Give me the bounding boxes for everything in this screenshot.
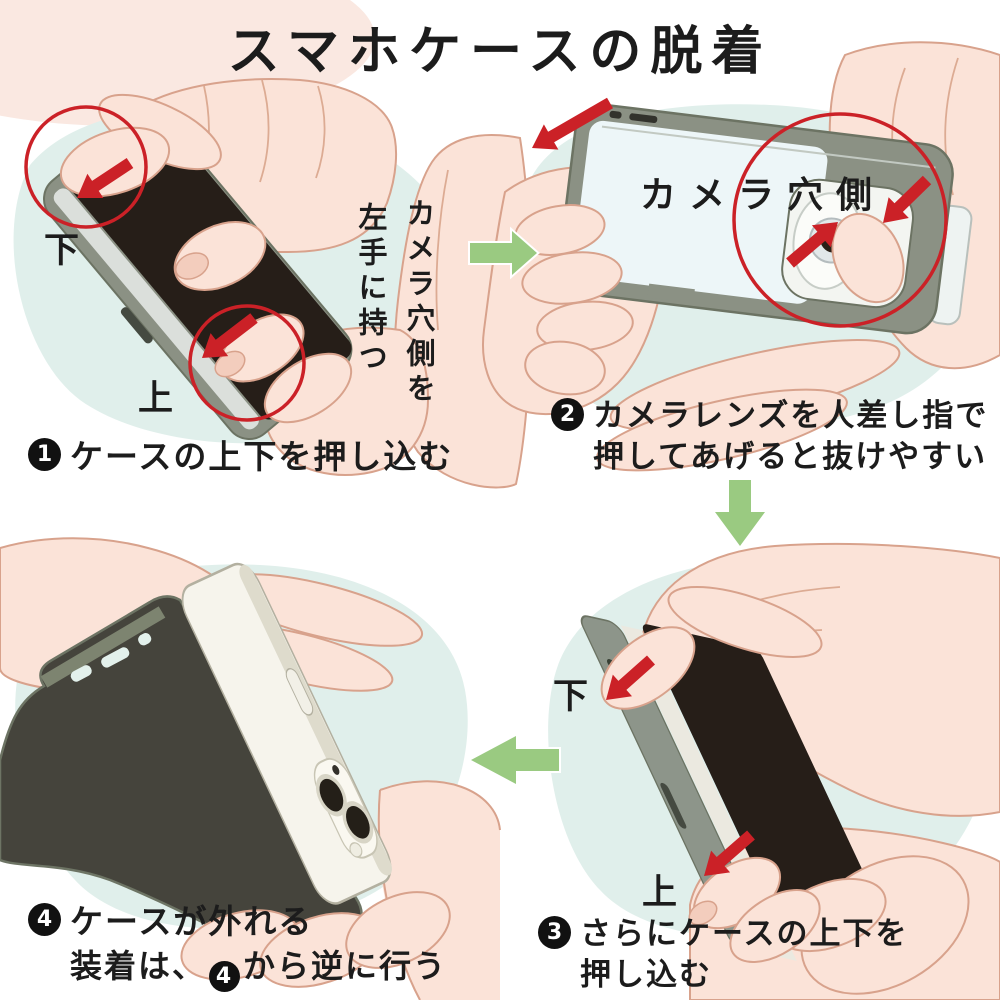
step3-label-up: 上 [642, 873, 678, 913]
step1-label-up: 上 [138, 379, 174, 419]
index-fingertip [831, 212, 905, 304]
step3-caption: 3 さらにケースの上下を 押し込む [538, 916, 908, 993]
side-button [120, 307, 153, 344]
fingers-front-bottom [180, 891, 451, 988]
step3-label-down: 下 [553, 677, 589, 717]
side-button [285, 667, 314, 716]
thumbnail [175, 252, 209, 280]
hand-note-column-left: 左手に持つ [354, 202, 388, 377]
fingertips-front [600, 586, 970, 995]
step2-illustration [482, 41, 1000, 472]
red-arrow-icon [77, 158, 134, 198]
red-circle-annotation [24, 105, 148, 229]
page-title: スマホケースの脱着 [227, 22, 773, 82]
red-arrow-icon [202, 313, 258, 358]
red-arrow-icon [883, 175, 932, 223]
step1-number-badge: 1 [28, 438, 61, 471]
step2-label-camera-side: カメラ穴側 [640, 175, 886, 216]
red-arrow-icon [606, 655, 655, 700]
phone-back [573, 120, 828, 304]
red-arrow-icon [532, 97, 613, 150]
fingers-front-bottom [596, 339, 901, 472]
step4-illustration [0, 537, 501, 1000]
step1-caption: 1 ケースの上下を押し込む [28, 437, 453, 477]
step1-illustration [13, 78, 532, 489]
green-arrow-left-icon [466, 732, 561, 788]
hand-note-column-right: カメラ穴側を [402, 198, 436, 408]
empty-case [0, 595, 363, 975]
red-circle-annotation [732, 112, 948, 328]
step3-number-badge: 3 [538, 916, 571, 949]
red-circle-annotation [188, 304, 306, 422]
fingernail [688, 900, 718, 926]
step1-label-down: 下 [44, 231, 80, 271]
side-button [660, 782, 687, 829]
red-arrow-icon [786, 222, 838, 268]
camera-lens [342, 801, 374, 844]
step3-illustration [548, 542, 1000, 1000]
step2-number-badge: 2 [551, 398, 584, 431]
camera-lens [315, 774, 347, 817]
green-arrow-right-icon [468, 226, 541, 280]
red-arrow-icon [704, 830, 755, 876]
step2-caption: 2 カメラレンズを人差し指で 押してあげると抜けやすい [551, 398, 988, 475]
phone-removed [181, 562, 392, 905]
green-arrow-down-icon [711, 478, 769, 550]
fingers-front-left [514, 204, 634, 396]
step4-inline-number-badge: 4 [209, 961, 241, 993]
step4-number-badge: 4 [28, 903, 61, 936]
